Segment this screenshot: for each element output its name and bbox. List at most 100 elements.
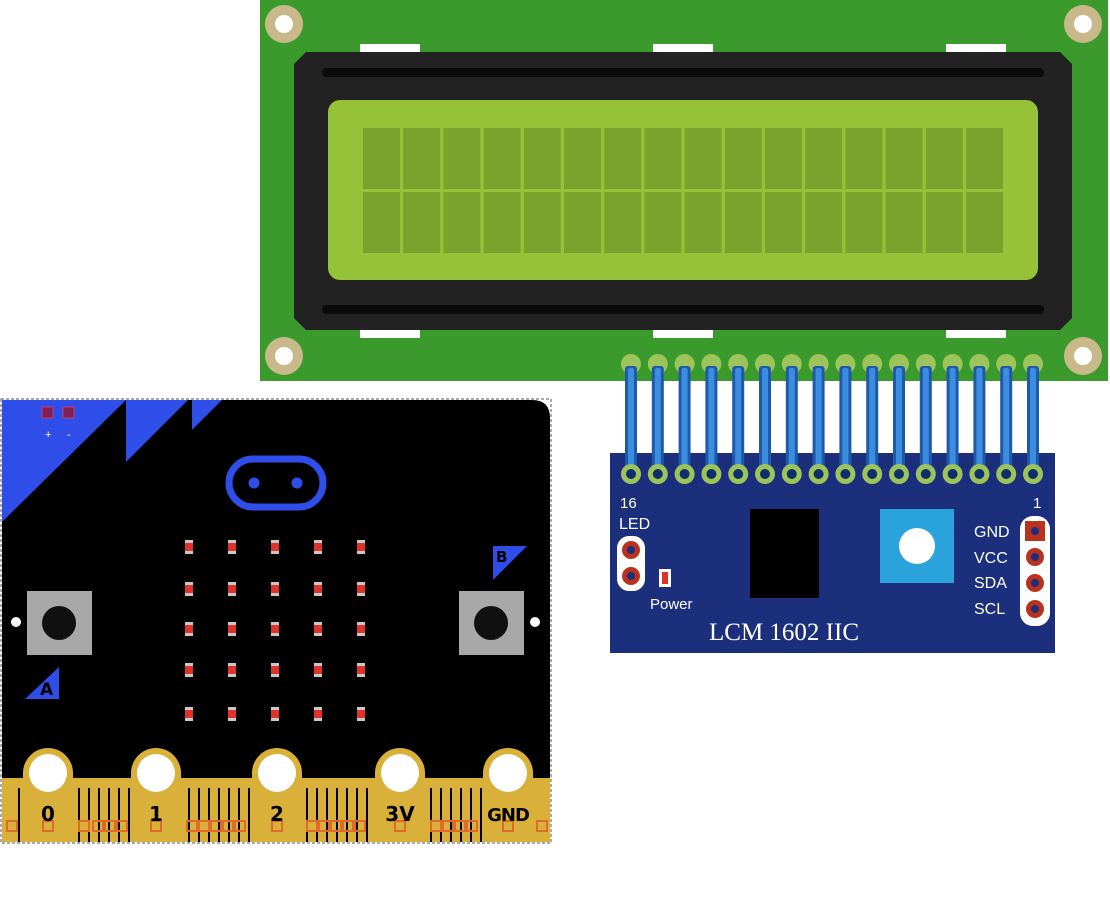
edge-marker: [6, 820, 18, 832]
edge-marker: [466, 820, 478, 832]
bezel-slot-top: [322, 68, 1044, 77]
lcd-char-cell: [724, 192, 762, 253]
pin-1-label: 1: [149, 802, 163, 826]
lcd-char-cell: [644, 128, 682, 189]
i2c-board: [610, 453, 1055, 653]
header-pin-label-sda: SDA: [974, 575, 1007, 592]
battery-pad: [62, 406, 75, 419]
lcd-char-cell: [805, 192, 843, 253]
edge-connector: [2, 748, 550, 842]
edge-marker: [318, 820, 330, 832]
header-pin-label-vcc: VCC: [974, 550, 1008, 567]
edge-hole: [11, 617, 21, 627]
lcd-character-grid: [363, 128, 1003, 253]
power-label: Power: [650, 596, 693, 613]
lcd-char-cell: [363, 192, 400, 253]
bezel-tab: [653, 330, 713, 338]
lcd-pin-wires: [621, 354, 1043, 484]
edge-marker: [198, 820, 210, 832]
lcd-char-cell: [604, 128, 642, 189]
edge-marker: [78, 820, 90, 832]
lcd-char-cell: [483, 128, 521, 189]
pin-hole: [29, 754, 67, 792]
pin-16-label: 16: [620, 495, 637, 512]
edge-finger-gap: [78, 788, 80, 842]
bezel-tab: [653, 44, 713, 52]
edge-marker: [330, 820, 342, 832]
lcd-char-cell: [684, 128, 722, 189]
lcd-char-cell: [925, 128, 963, 189]
led-matrix: [185, 540, 365, 721]
edge-marker: [210, 820, 222, 832]
i2c-backpack-module: 16 1 LED Power GND VCC SDA SCL LCM 1602 …: [610, 354, 1055, 653]
edge-finger-gap: [326, 788, 328, 842]
edge-finger-gap: [450, 788, 452, 842]
edge-finger-gap: [306, 788, 308, 842]
bezel-tab: [360, 44, 420, 52]
lcd-char-cell: [523, 128, 561, 189]
edge-marker: [271, 820, 283, 832]
module-title: LCM 1602 IIC: [709, 619, 859, 646]
edge-finger-gap: [208, 788, 210, 842]
lcd-char-cell: [925, 192, 963, 253]
edge-finger-gap: [480, 788, 482, 842]
edge-finger-gap: [460, 788, 462, 842]
edge-finger-gap: [356, 788, 358, 842]
lcd-char-cell: [363, 128, 400, 189]
lcd-char-cell: [966, 192, 1003, 253]
lcd-char-cell: [805, 128, 843, 189]
lcd-mounting-hole: [265, 5, 303, 43]
edge-finger-gap: [470, 788, 472, 842]
edge-marker: [394, 820, 406, 832]
edge-finger-gap: [108, 788, 110, 842]
lcd-char-cell: [403, 128, 441, 189]
edge-finger-gap: [198, 788, 200, 842]
edge-marker: [116, 820, 128, 832]
battery-corner-graphic: [2, 400, 126, 522]
lcd-char-cell: [443, 128, 481, 189]
button-a[interactable]: [27, 591, 92, 655]
edge-marker: [222, 820, 234, 832]
edge-marker: [454, 820, 466, 832]
edge-finger-gap: [228, 788, 230, 842]
microbit-board: + - A B 0 1 2 3V GND: [0, 398, 552, 844]
microbit-outline: [0, 398, 552, 844]
edge-marker: [186, 820, 198, 832]
battery-pad: [41, 406, 54, 419]
pin-hole: [137, 754, 175, 792]
edge-finger-gap: [248, 788, 250, 842]
lcd-char-cell: [684, 192, 722, 253]
edge-finger-gap: [336, 788, 338, 842]
edge-marker: [150, 820, 162, 832]
edge-finger-gap: [128, 788, 130, 842]
header-pin-label-gnd: GND: [974, 524, 1010, 541]
button-b-marker: [493, 546, 527, 580]
edge-finger-gap: [88, 788, 90, 842]
bezel-tab: [360, 330, 420, 338]
pin-1-label: 1: [1033, 495, 1041, 512]
edge-marker: [42, 820, 54, 832]
lcd-char-cell: [845, 128, 883, 189]
lcd-mounting-hole: [1064, 337, 1102, 375]
lcd-char-cell: [885, 192, 923, 253]
edge-marker: [502, 820, 514, 832]
bezel-slot-bottom: [322, 305, 1044, 314]
lcd-mounting-hole: [1064, 5, 1102, 43]
edge-marker: [354, 820, 366, 832]
lcd-char-cell: [564, 128, 601, 189]
edge-marker: [430, 820, 442, 832]
lcd-1602-display: [260, 0, 1108, 381]
edge-marker: [234, 820, 246, 832]
button-b[interactable]: [459, 591, 524, 655]
led-label: LED: [619, 516, 650, 533]
pin-hole: [258, 754, 296, 792]
button-a-marker: [25, 667, 59, 699]
pin-2-label: 2: [270, 802, 284, 826]
lcd-char-cell: [845, 192, 883, 253]
button-b-label: B: [496, 548, 507, 566]
lcd-char-cell: [483, 192, 521, 253]
edge-finger-gap: [98, 788, 100, 842]
lcd-char-cell: [403, 192, 441, 253]
edge-marker: [92, 820, 104, 832]
